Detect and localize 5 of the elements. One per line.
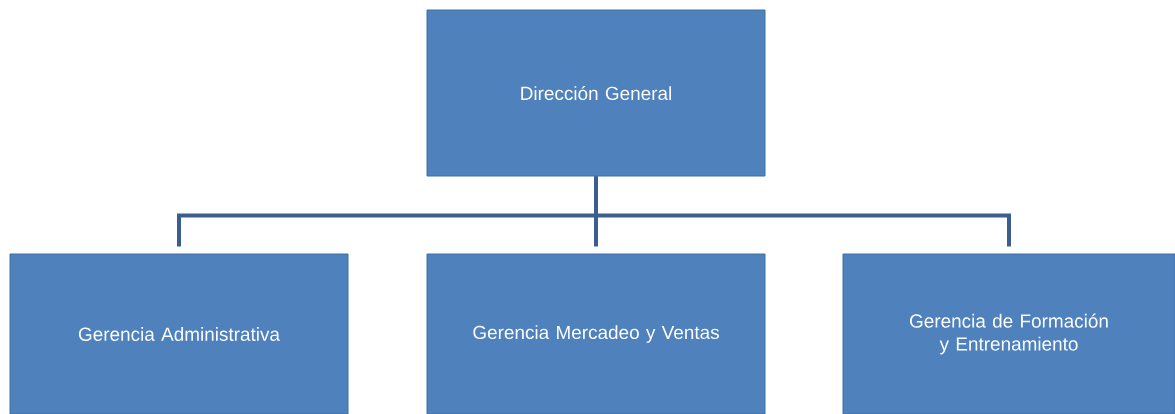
connector-line [594, 176, 1011, 247]
org-box: Dirección General [426, 9, 766, 177]
org-box: Gerencia de Formación y Entrenamiento [842, 253, 1175, 414]
org-box: Gerencia Mercadeo y Ventas [426, 253, 766, 414]
org-box: Gerencia Administrativa [9, 253, 349, 414]
